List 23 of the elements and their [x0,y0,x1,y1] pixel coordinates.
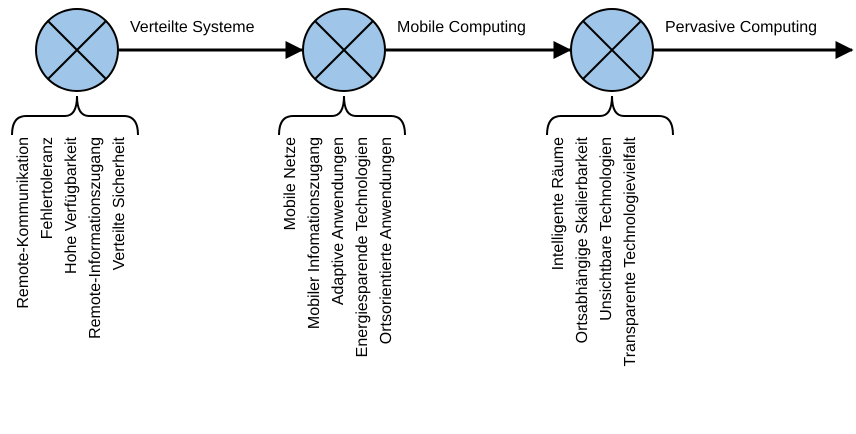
crossed-circle [34,7,120,93]
edge-label: Pervasive Computing [665,18,818,38]
feature-label: Energiesparende Technologien [353,137,372,360]
feature-label: Fehlertoleranz [38,137,57,242]
feature-label: Ortsabhängige Skalierbarkeit [573,137,592,346]
arrow [654,41,854,59]
edge-label: Mobile Computing [397,18,526,38]
arrow [386,41,572,59]
feature-label: Mobile Netze [281,137,300,232]
feature-label: Remote-Informationszugang [86,137,105,341]
feature-label: Mobiler Infomationszugang [305,137,324,332]
feature-label: Intelligente Räume [549,137,568,272]
crossed-circle [301,7,387,93]
feature-label: Remote-Kommunikation [14,137,33,311]
feature-label: Verteilte Sicherheit [110,137,129,272]
feature-label: Hohe Verfügbarkeit [62,137,81,276]
crossed-circle [569,7,655,93]
feature-label: Ortsorientierte Anwendungen [377,137,396,346]
edge-label: Verteilte Systeme [130,18,254,38]
feature-label: Adaptive Anwendungen [329,137,348,308]
arrow [119,41,304,59]
feature-label: Unsichtbare Technologien [597,137,616,323]
feature-label: Transparente Technologievielfalt [621,137,640,368]
